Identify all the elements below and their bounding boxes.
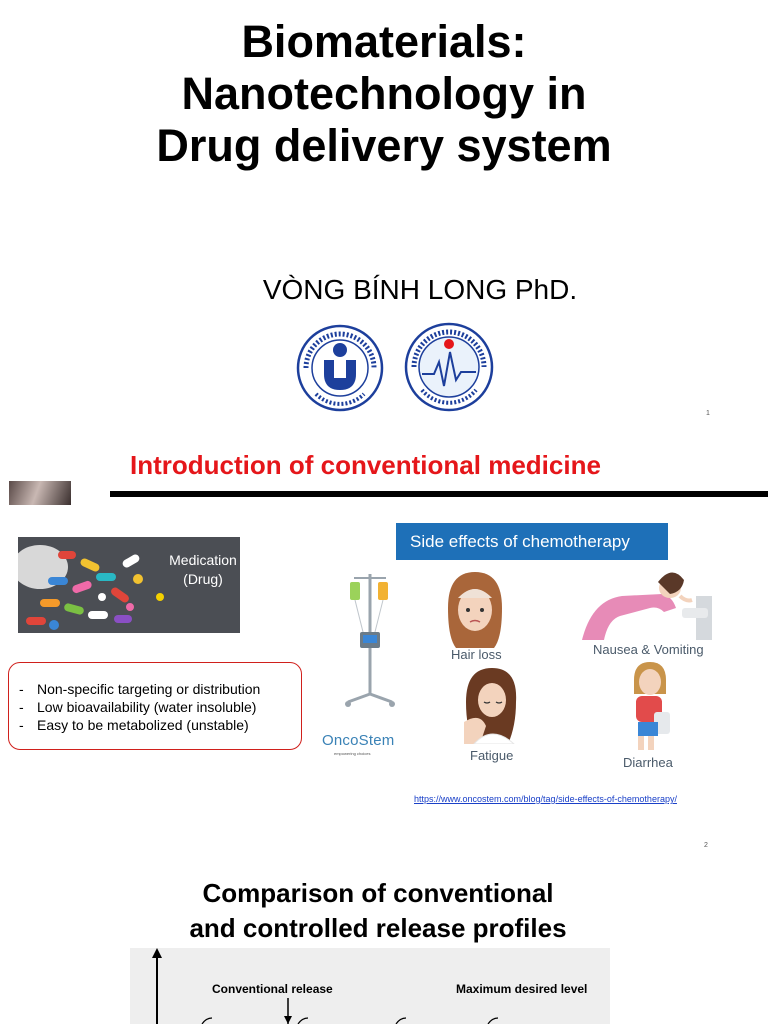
hair-loss-figure-icon [448, 572, 502, 648]
medication-label-line: (Drug) [183, 571, 223, 587]
limitations-box: Non-specific targeting or distribution L… [8, 662, 302, 750]
oncostem-tagline: empowering choices [334, 751, 371, 756]
title-line: Nanotechnology in [181, 68, 587, 119]
title-line: Biomaterials: [241, 16, 527, 67]
iv-drip-icon [345, 574, 395, 707]
slide-release-profiles: Comparison of conventional and controlle… [0, 860, 768, 1024]
chart-label-conventional: Conventional release [212, 982, 333, 996]
page-number: 2 [704, 842, 708, 849]
medication-label-line: Medication [169, 552, 237, 568]
slide-heading: Comparison of conventional and controlle… [0, 876, 756, 946]
author-name: VÒNG BÍNH LONG PhD. [262, 274, 578, 305]
title-line: Drug delivery system [156, 120, 612, 171]
university-logo-icon [296, 324, 384, 412]
corner-photo [9, 481, 71, 505]
chemo-banner: Side effects of chemotherapy [396, 523, 668, 560]
effect-label-diarrhea: Diarrhea [623, 755, 673, 770]
chart-label-maximum: Maximum desired level [456, 982, 588, 996]
chart-axes-icon [152, 948, 499, 1024]
nausea-figure-icon [582, 572, 712, 640]
slide-title: Biomaterials: Nanotechnology in Drug del… [0, 0, 768, 425]
medication-photo: Medication (Drug) [18, 537, 240, 633]
pills-icon [18, 545, 164, 630]
title-line: and controlled release profiles [189, 913, 567, 943]
release-profile-chart [130, 948, 610, 1024]
slide-conventional-medicine: Introduction of conventional medicine [0, 430, 768, 855]
page-number: 1 [706, 410, 710, 417]
effect-label-nausea: Nausea & Vomiting [593, 642, 704, 657]
oncostem-brand: OncoStem [322, 732, 395, 749]
limitation-item: Low bioavailability (water insoluble) [19, 698, 291, 716]
title-line: Comparison of conventional [202, 878, 554, 908]
slide-heading: Introduction of conventional medicine [130, 450, 601, 480]
reference-link[interactable]: https://www.oncostem.com/blog/tag/side-e… [414, 794, 677, 804]
effect-label-hair-loss: Hair loss [451, 647, 502, 662]
diarrhea-figure-icon [634, 662, 670, 750]
heading-divider [110, 491, 768, 497]
biomedical-engineering-logo-icon [404, 322, 494, 412]
limitation-item: Easy to be metabolized (unstable) [19, 716, 291, 734]
slide-title-heading: Biomaterials: Nanotechnology in Drug del… [0, 16, 768, 172]
medication-label: Medication (Drug) [168, 551, 238, 589]
effect-label-fatigue: Fatigue [470, 748, 514, 763]
fatigue-figure-icon [464, 668, 517, 744]
limitation-item: Non-specific targeting or distribution [19, 680, 291, 698]
